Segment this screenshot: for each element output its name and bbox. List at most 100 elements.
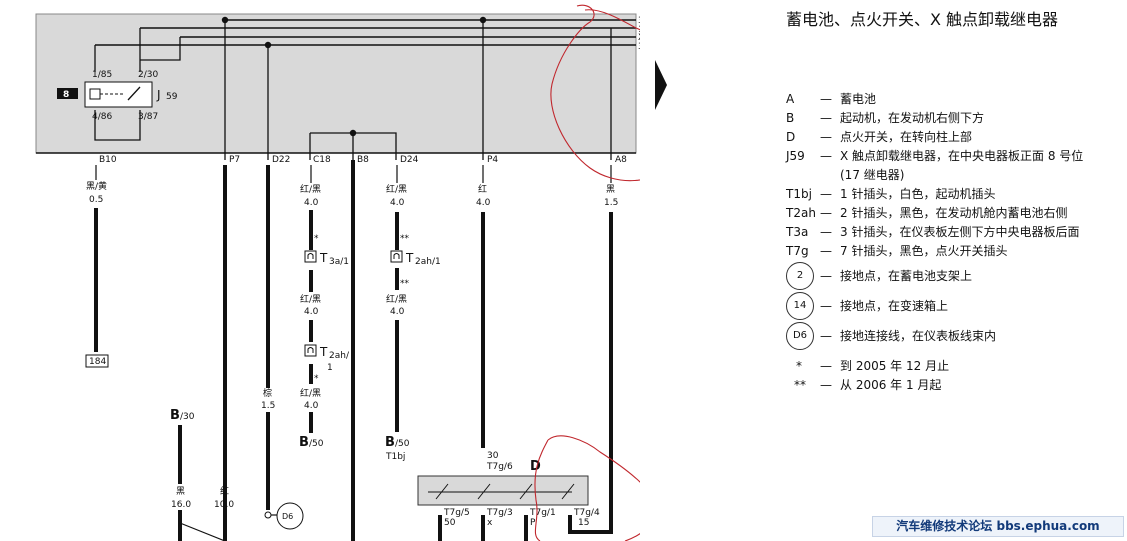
legend-key: T7g — [786, 244, 809, 258]
relay-slot-badge — [57, 88, 78, 99]
wire-c18c-size: 4.0 — [304, 401, 319, 411]
plug-t3a-main: T — [319, 251, 328, 265]
legend-key: T1bj — [786, 187, 812, 201]
switch-label: D — [530, 459, 541, 474]
conn-a8: A8 — [615, 155, 627, 165]
legend-desc: 接地点，在变速箱上 — [840, 299, 949, 313]
relay-pin-230: 2/30 — [138, 70, 158, 80]
conn-d24: D24 — [400, 155, 419, 165]
legend-desc: 点火开关，在转向柱上部 — [840, 130, 973, 144]
ref-b30-sub: /30 — [180, 412, 195, 422]
relay-j59 — [84, 81, 153, 108]
bus-x-label: X — [638, 33, 640, 43]
legend-sep: — — [820, 130, 832, 144]
wires — [94, 160, 613, 541]
wire-b30-size: 16.0 — [171, 500, 191, 510]
conn-p7: P7 — [229, 155, 240, 165]
star-t2ah-left: * — [314, 374, 319, 384]
plug-t3a — [304, 250, 317, 263]
legend-key: B — [786, 111, 795, 125]
conn-b10: B10 — [99, 155, 117, 165]
plug-t2ah-left-sub: 2ah/ — [329, 351, 350, 361]
relay-sub: 59 — [166, 92, 178, 102]
wire-a8-color: 黑 — [606, 184, 615, 195]
relay-name: J — [156, 88, 161, 102]
d6-junction — [264, 511, 272, 519]
legend-key: A — [786, 92, 795, 106]
legend-desc: 蓄电池 — [840, 92, 877, 106]
legend-sep: — — [820, 329, 832, 343]
legend-desc: 7 针插头，黑色，点火开关插头 — [840, 244, 1008, 258]
wire-d24-size: 4.0 — [390, 198, 405, 208]
wire-c18b-size: 4.0 — [304, 307, 319, 317]
legend-sep: — — [820, 206, 832, 220]
relay-pin-185: 1/85 — [92, 70, 112, 80]
ground-connector-icon: D6 — [786, 322, 814, 350]
plug-t2ah-left-sub2: 1 — [327, 363, 333, 373]
legend-desc: X 触点卸载继电器，在中央电器板正面 8 号位 — [840, 149, 1084, 163]
legend-sep: — — [820, 378, 832, 392]
star-t3a: * — [314, 234, 319, 244]
ref-b50b-note: T1bj — [385, 452, 405, 462]
legend-desc: 1 针插头，白色，起动机插头 — [840, 187, 996, 201]
legend-key: * — [796, 359, 802, 373]
wire-p4-color: 红 — [478, 183, 487, 195]
conn-c18: C18 — [313, 155, 331, 165]
wire-d22-size: 1.5 — [261, 401, 275, 411]
legend-desc: 接地点，在蓄电池支架上 — [840, 269, 973, 283]
star-t2ah-right-bottom: ** — [400, 279, 410, 289]
switch-pin-1-conn: T7g/5 — [443, 508, 470, 518]
wire-c18c-color: 红/黑 — [300, 387, 321, 399]
switch-pin-3-term: P — [530, 518, 536, 528]
plug-t3a-sub: 3a/1 — [329, 257, 349, 267]
legend-key: J59 — [786, 149, 805, 163]
wire-a8-size: 1.5 — [604, 198, 618, 208]
switch-pin-4-term: 15 — [578, 518, 589, 528]
ref-b30-main: B — [170, 408, 180, 423]
relay-pin-387: 3/87 — [138, 112, 158, 122]
wire-d24b-size: 4.0 — [390, 307, 405, 317]
legend-sep: — — [820, 225, 832, 239]
legend-sep: — — [820, 359, 832, 373]
ground-point-icon: 14 — [786, 292, 814, 320]
conn-p4: P4 — [487, 155, 498, 165]
plug-t2ah-left-main: T — [319, 345, 328, 359]
ignition-switch-box — [417, 475, 589, 506]
legend-key: T2ah — [786, 206, 816, 220]
wire-p4-size: 4.0 — [476, 198, 491, 208]
legend-desc: 从 2006 年 1 月起 — [840, 378, 942, 392]
bus-lines — [95, 19, 636, 46]
relay-pin-486: 4/86 — [92, 112, 112, 122]
plug-t2ah-right-main: T — [405, 251, 414, 265]
red-annotations — [534, 4, 640, 541]
d6-label: D6 — [282, 512, 293, 521]
page-title: 蓄电池、点火开关、X 触点卸载继电器 — [786, 10, 1059, 29]
ref-184: 184 — [89, 357, 106, 367]
legend-sep: — — [820, 299, 832, 313]
legend-sep: — — [820, 149, 832, 163]
wire-c18-size: 4.0 — [304, 198, 319, 208]
legend-desc: 3 针插头，在仪表板左侧下方中央电器板后面 — [840, 225, 1080, 239]
legend-key: T3a — [786, 225, 809, 239]
wire-p7-color: 红 — [220, 485, 229, 497]
wire-b30-color: 黑 — [176, 486, 185, 497]
legend-desc: 2 针插头，黑色，在发动机舱内蓄电池右侧 — [840, 206, 1068, 220]
continue-arrow-icon — [655, 60, 667, 110]
forum-watermark[interactable]: 汽车维修技术论坛 bbs.ephua.com — [872, 516, 1124, 537]
switch-pin-4-conn: T7g/4 — [573, 508, 600, 518]
ref-b50b-sub: /50 — [395, 439, 410, 449]
switch-pin-3-conn: T7g/1 — [529, 508, 556, 518]
plug-t2ah-left — [304, 344, 317, 357]
ref-b50a-main: B — [299, 435, 309, 450]
legend-sep: — — [820, 187, 832, 201]
wire-d22-color: 棕 — [263, 387, 272, 399]
wire-d24-color: 红/黑 — [386, 183, 407, 195]
legend-desc: 接地连接线，在仪表板线束内 — [840, 329, 997, 343]
wire-c18-color: 红/黑 — [300, 183, 321, 195]
wiring-diagram: 30 15 X 31 8 J 59 1/85 2/30 4/86 3/87 B1… — [35, 4, 640, 541]
plug-t2ah-right-sub: 2ah/1 — [415, 257, 441, 267]
ref-184-box — [85, 354, 109, 368]
legend-desc: 起动机，在发动机右侧下方 — [840, 111, 985, 125]
wire-c18b-color: 红/黑 — [300, 293, 321, 305]
legend-desc-cont: (17 继电器) — [840, 168, 905, 182]
